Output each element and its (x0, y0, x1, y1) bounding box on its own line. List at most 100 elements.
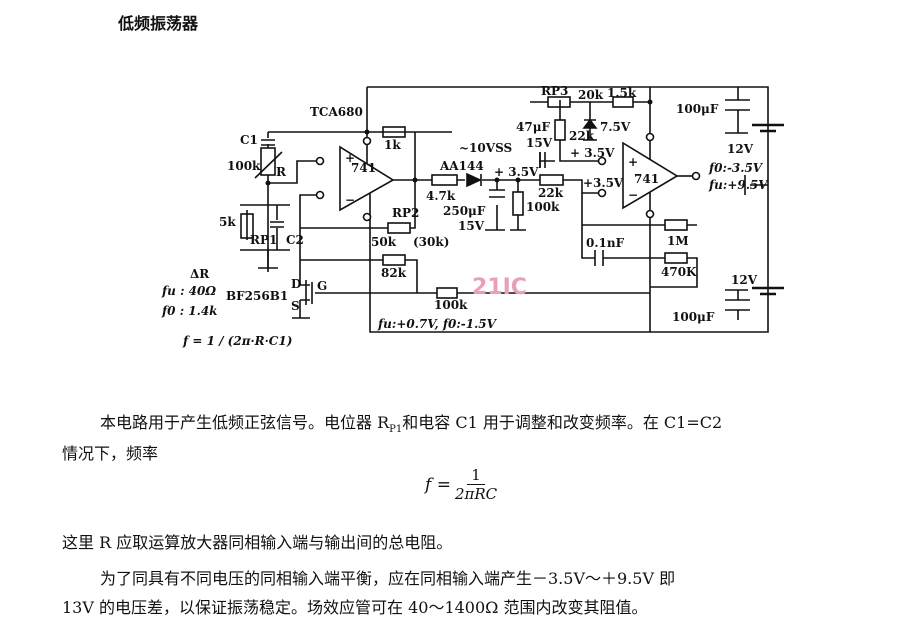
pot-rp3 (547, 96, 571, 108)
label-1m: 1M (667, 234, 689, 248)
svg-text:+: + (628, 155, 638, 169)
formula-f: f = (425, 474, 451, 495)
label-0-1nf: 0.1nF (586, 236, 625, 250)
label-g: G (317, 279, 327, 293)
label-aa144: AA144 (439, 159, 484, 173)
output-terminal (691, 171, 701, 181)
label-formula-left: f = 1 / (2π·R·C1) (182, 334, 292, 348)
label-c1: C1 (240, 133, 258, 147)
label-v35b: + 3.5V (570, 146, 615, 160)
p1-text: 本电路用于产生低频正弦信号。电位器 R (100, 413, 390, 432)
terminal (362, 136, 372, 146)
label-rp3: RP3 (541, 84, 568, 98)
label-c2: C2 (286, 233, 304, 247)
resistor-4k7 (431, 174, 458, 186)
label-100uf-bottom: 100μF (672, 310, 715, 324)
pot-rp2 (387, 222, 411, 234)
label-250uf-v: 15V (458, 219, 485, 233)
opamp-1 (339, 145, 395, 212)
capacitor-100uf-top (725, 99, 750, 111)
label-1k: 1k (384, 138, 401, 152)
label-fu-out: fu:+9.5V (708, 178, 769, 192)
label-100k-c: 100k (434, 298, 468, 312)
page-title: 低频振荡器 (118, 14, 199, 33)
capacitor-47uf (539, 152, 546, 168)
label-v35a: + 3.5V (494, 165, 539, 179)
components (240, 96, 784, 311)
label-12v-bottom: 12V (731, 273, 758, 287)
label-100k-b: 100k (526, 200, 560, 214)
resistor-1m (664, 219, 688, 231)
label-5k: 5k (219, 215, 236, 229)
label-4k7: 4.7k (426, 189, 456, 203)
label-s: S (291, 299, 300, 313)
terminal (362, 212, 372, 222)
capacitor-100uf-bottom (725, 299, 750, 311)
label-250uf: 250μF (443, 204, 486, 218)
label-22k-b: 22k (569, 129, 595, 143)
formula-den: 2πRC (454, 485, 498, 503)
label-22k: 22k (538, 186, 564, 200)
label-47uf: 47μF (516, 120, 550, 134)
watermark-logo: 21IC (472, 275, 527, 300)
resistor-1k5 (612, 96, 634, 108)
paragraph-5: 13V 的电压差，以保证振荡稳定。场效应管可在 40～1400Ω 范围内改变其阻… (62, 598, 648, 617)
terminal (645, 132, 655, 142)
resistor-470k (664, 252, 688, 264)
opamp-2 (622, 141, 679, 210)
label-f0-out: f0:-3.5V (708, 161, 764, 175)
variable-arrow-icon (254, 151, 283, 179)
svg-text:−: − (628, 188, 638, 202)
capacitor-0-1nf (594, 250, 604, 266)
label-rp2: RP2 (392, 206, 419, 220)
diode-aa144 (466, 172, 482, 188)
label-opamp1: 741 (351, 161, 376, 175)
paragraph-2: 情况下，频率 (62, 444, 159, 463)
terminal (597, 156, 607, 166)
paragraph-4: 为了同具有不同电压的同相输入端平衡，应在同相输入端产生－3.5V～＋9.5V 即 (100, 569, 676, 588)
label-12v-top: 12V (727, 142, 754, 156)
label-30k: (30k) (413, 235, 449, 249)
label-1k5: 1.5k (607, 86, 637, 100)
resistor-r (260, 147, 276, 176)
capacitor-250uf (489, 189, 505, 198)
formula-num: 1 (467, 466, 485, 485)
label-82k: 82k (381, 266, 407, 280)
label-r: R (276, 165, 287, 179)
svg-text:−: − (345, 193, 355, 207)
pot-rp1 (240, 213, 254, 239)
resistor-100k-bottom (436, 287, 458, 299)
resistor-82k (382, 254, 406, 266)
label-f0-r: f0 : 1.4k (161, 304, 218, 318)
label-fu-r: fu : 40Ω (161, 284, 216, 298)
paragraph-3: 这里 R 应取运算放大器同相输入端与输出间的总电阻。 (62, 533, 453, 552)
label-ic: TCA680 (310, 105, 363, 119)
p1-sub: P1 (389, 424, 403, 436)
label-rp1: RP1 (250, 233, 277, 247)
fet-bf256 (300, 280, 313, 305)
battery-top (752, 123, 784, 133)
resistor-1k (382, 126, 406, 138)
terminal (597, 188, 607, 198)
label-vss: ~10VSS (459, 141, 512, 155)
label-opamp2: 741 (634, 172, 659, 186)
terminal (315, 190, 325, 200)
label-fu-v: fu:+0.7V, f0:-1.5V (377, 317, 498, 331)
label-100uf-top: 100μF (676, 102, 719, 116)
battery-bottom (752, 286, 784, 296)
label-zener: 7.5V (600, 120, 631, 134)
terminal (315, 156, 325, 166)
capacitor-c2 (270, 221, 284, 228)
resistor-22k-v (554, 119, 566, 141)
label-v35c: +3.5V (583, 176, 624, 190)
label-100k: 100k (227, 159, 261, 173)
resistor-100k (512, 191, 524, 216)
label-47uf-v: 15V (526, 136, 553, 150)
resistor-22k (539, 174, 564, 186)
terminal (645, 209, 655, 219)
svg-text:+: + (345, 151, 355, 165)
label-d: D (291, 277, 301, 291)
paragraph-1: 本电路用于产生低频正弦信号。电位器 RP1和电容 C1 用于调整和改变频率。在 … (100, 409, 722, 435)
p1b-text: 和电容 C1 用于调整和改变频率。在 C1=C2 (402, 413, 723, 432)
